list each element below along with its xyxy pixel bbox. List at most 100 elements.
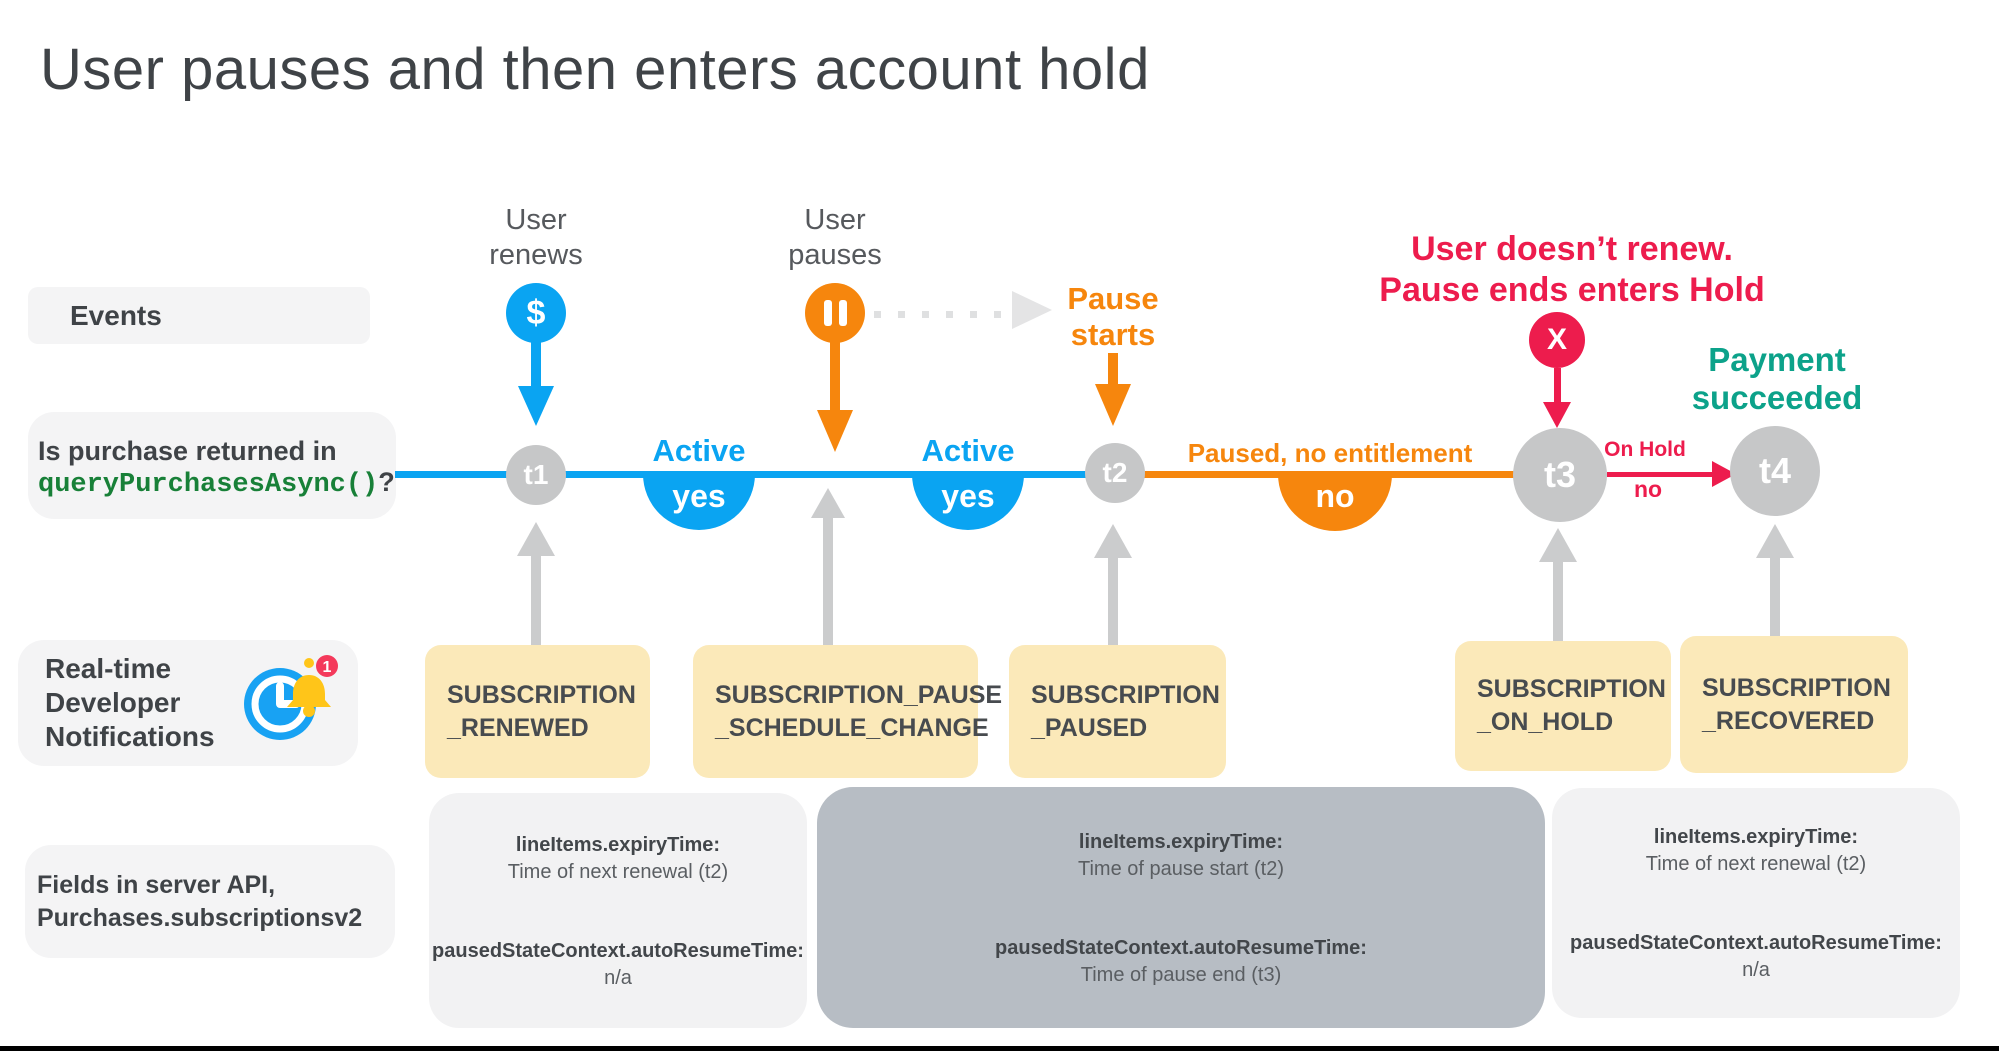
user-renews-line2: renews: [489, 239, 583, 271]
rtdn-recovered-line1: SUBSCRIPTION: [1702, 673, 1891, 702]
pause-starts-line1: Pause: [1067, 281, 1159, 316]
event-label-pause-starts: Pause starts: [1013, 281, 1213, 353]
rtdn-box-subscription-recovered: SUBSCRIPTION _RECOVERED: [1680, 636, 1908, 773]
hold-down-arrow: [1554, 368, 1561, 404]
rtdn-up-arrowhead-4: [1539, 528, 1577, 562]
resume-key: pausedStateContext.autoResumeTime:: [995, 936, 1367, 959]
rtdn-onhold-line2: _ON_HOLD: [1477, 708, 1614, 736]
rtdn-up-arrow-5: [1770, 554, 1780, 636]
pause-bar-right: [838, 300, 847, 326]
pause-down-arrowhead: [817, 410, 853, 452]
pause-icon: [805, 283, 865, 343]
rtdn-renewed-line1: SUBSCRIPTION: [447, 680, 636, 709]
fields-label-line2: Purchases.subscriptionsv2: [37, 903, 363, 932]
purchase-label-line1: Is purchase returned in: [38, 436, 337, 466]
field-box-renewed: lineItems.expiryTime: Time of next renew…: [429, 793, 807, 1028]
entitlement-badge-yes-2: yes: [912, 474, 1024, 530]
payment-line2: succeeded: [1691, 379, 1863, 416]
purchase-label-line2: queryPurchasesAsync()?: [38, 467, 396, 501]
event-label-user-pauses: User pauses: [735, 203, 935, 273]
rtdn-up-arrowhead-1: [517, 522, 555, 556]
segment-badge-onhold-no: no: [1633, 476, 1663, 502]
clock-notification-icon: 1: [244, 655, 338, 740]
events-label: Events: [70, 299, 162, 331]
entitlement-badge-yes-1: yes: [643, 474, 755, 530]
resume-key: pausedStateContext.autoResumeTime:: [1570, 932, 1942, 954]
fields-label-line1: Fields in server API,: [37, 870, 276, 899]
rtdn-box-subscription-renewed: SUBSCRIPTION _RENEWED: [425, 645, 650, 778]
segment-label-active-2: Active: [921, 433, 1015, 468]
hold-line2: Pause ends enters Hold: [1379, 271, 1765, 309]
rtdn-up-arrow-2: [823, 514, 833, 645]
query-purchases-code: queryPurchasesAsync(): [38, 470, 379, 500]
field-box-paused: lineItems.expiryTime: Time of pause star…: [817, 787, 1545, 1028]
hold-down-arrowhead: [1543, 402, 1571, 428]
user-pauses-line2: pauses: [788, 239, 882, 271]
expiry-key: lineItems.expiryTime:: [1653, 826, 1859, 848]
bottom-border: [0, 1046, 1999, 1051]
expiry-key: lineItems.expiryTime:: [515, 833, 721, 856]
node-t2-label: t2: [1102, 457, 1128, 488]
fields-row-label: Fields in server API, Purchases.subscrip…: [25, 845, 395, 958]
resume-value: Time of pause end (t3): [1080, 963, 1282, 986]
pause-down-arrow: [830, 341, 840, 412]
x-glyph: X: [1546, 323, 1567, 356]
user-renews-line1: User: [505, 204, 567, 236]
timeline-node-t2: t2: [1085, 443, 1145, 503]
segment-label-onhold: On Hold: [1604, 438, 1686, 461]
rtdn-renewed-line2: _RENEWED: [447, 713, 589, 742]
page-title: User pauses and then enters account hold: [40, 37, 1150, 102]
resume-key: pausedStateContext.autoResumeTime:: [432, 939, 804, 962]
rtdn-schedule-line2: _SCHEDULE_CHANGE: [715, 713, 989, 742]
x-icon: X: [1529, 312, 1585, 368]
field-group-resume: pausedStateContext.autoResumeTime: Time …: [995, 934, 1367, 988]
expiry-value: Time of pause start (t2): [1078, 857, 1284, 880]
purchase-question-mark: ?: [378, 467, 395, 497]
rtdn-box-subscription-on-hold: SUBSCRIPTION _ON_HOLD: [1455, 641, 1671, 771]
rtdn-label-line1: Real-time: [45, 653, 172, 684]
expiry-key: lineItems.expiryTime:: [1078, 830, 1284, 853]
renew-down-arrowhead: [518, 386, 554, 426]
field-box-recovered: lineItems.expiryTime: Time of next renew…: [1552, 788, 1960, 1018]
pause-bar-left: [823, 300, 832, 326]
timeline-segment-onhold-arrow: [1607, 472, 1715, 477]
node-t4-label: t4: [1758, 450, 1791, 491]
segment-label-active-1: Active: [652, 433, 746, 468]
timeline-segment-active: [395, 471, 1115, 478]
entitlement-badge-no: no: [1278, 474, 1392, 531]
events-row-label: Events: [28, 287, 370, 344]
event-label-enters-hold: User doesn’t renew. Pause ends enters Ho…: [1322, 229, 1822, 311]
dotted-arrowhead: [1012, 291, 1052, 329]
rtdn-up-arrowhead-2: [811, 488, 845, 518]
field-group-resume: pausedStateContext.autoResumeTime: n/a: [432, 937, 804, 991]
pause-starts-down-arrowhead: [1095, 384, 1131, 426]
hold-line1: User doesn’t renew.: [1411, 230, 1733, 268]
dollar-glyph: $: [526, 293, 546, 332]
rtdn-box-subscription-pause-schedule-change: SUBSCRIPTION_PAUSE _SCHEDULE_CHANGE: [693, 645, 1003, 778]
rtdn-recovered-line2: _RECOVERED: [1702, 706, 1875, 735]
rtdn-paused-line2: _PAUSED: [1031, 713, 1148, 742]
rtdn-schedule-line1: SUBSCRIPTION_PAUSE: [715, 680, 1003, 709]
rtdn-up-arrowhead-3: [1094, 524, 1132, 558]
timeline-node-t3: t3: [1513, 428, 1607, 522]
pause-starts-line2: starts: [1070, 317, 1156, 352]
rtdn-up-arrow-4: [1553, 558, 1563, 642]
field-group-expiry: lineItems.expiryTime: Time of next renew…: [1646, 823, 1866, 877]
notification-badge-count: 1: [323, 659, 332, 676]
segment-label-paused: Paused, no entitlement: [1187, 438, 1473, 468]
event-label-payment-succeeded: Payment succeeded: [1627, 341, 1927, 417]
timeline-node-t4: t4: [1730, 426, 1820, 516]
field-group-expiry: lineItems.expiryTime: Time of next renew…: [508, 831, 728, 885]
dollar-icon: $: [506, 283, 566, 343]
rtdn-up-arrowhead-5: [1756, 524, 1794, 558]
rtdn-onhold-line1: SUBSCRIPTION: [1477, 675, 1666, 703]
expiry-value: Time of next renewal (t2): [507, 860, 729, 883]
timeline-node-t1: t1: [506, 445, 566, 505]
rtdn-paused-line1: SUBSCRIPTION: [1031, 680, 1220, 709]
node-t1-label: t1: [523, 459, 549, 490]
rtdn-box-subscription-paused: SUBSCRIPTION _PAUSED: [1009, 645, 1226, 778]
resume-value: n/a: [604, 966, 632, 989]
field-group-expiry: lineItems.expiryTime: Time of pause star…: [1078, 828, 1284, 882]
rtdn-label-line3: Notifications: [45, 721, 215, 752]
